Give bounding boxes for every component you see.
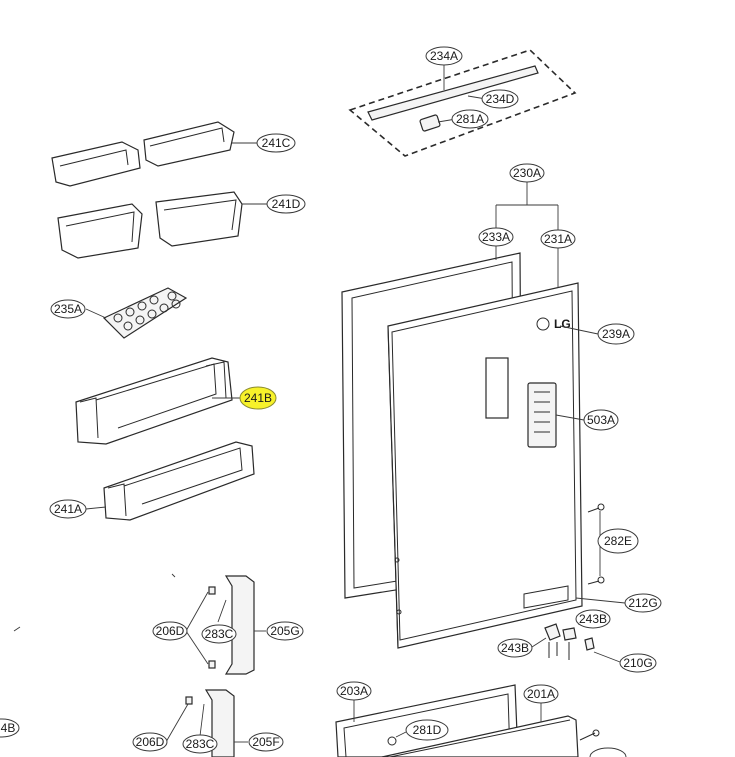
svg-text:205F: 205F bbox=[252, 735, 279, 749]
svg-text:503A: 503A bbox=[587, 413, 615, 427]
egg-tray-235A bbox=[85, 287, 188, 339]
callout-234D[interactable]: 234D bbox=[481, 89, 519, 109]
callout-206D-lower[interactable]: 206D bbox=[132, 732, 168, 752]
callout-243B-right[interactable]: 243B bbox=[575, 609, 611, 629]
callout-282E[interactable]: 282E bbox=[597, 528, 639, 554]
svg-text:241B: 241B bbox=[244, 391, 272, 405]
callout-233A[interactable]: 233A bbox=[478, 227, 514, 247]
callout-241A[interactable]: 241A bbox=[49, 499, 87, 519]
door-231A bbox=[387, 282, 583, 649]
callout-203A[interactable]: 203A bbox=[336, 681, 372, 701]
svg-text:281A: 281A bbox=[456, 112, 484, 126]
door-bin-241B bbox=[75, 357, 240, 445]
svg-text:241A: 241A bbox=[54, 502, 82, 516]
leader-281D bbox=[395, 731, 407, 738]
svg-text:243B: 243B bbox=[501, 641, 529, 655]
top-hinge-assembly bbox=[348, 49, 577, 157]
door-bin-241A bbox=[85, 441, 255, 521]
callout-239A[interactable]: 239A bbox=[597, 323, 635, 345]
callout-231A[interactable]: 231A bbox=[540, 229, 576, 249]
hinge-hardware-243B bbox=[531, 623, 583, 660]
handle-205G bbox=[185, 575, 266, 675]
callout-left-edge[interactable]: 4B bbox=[0, 718, 20, 738]
leader-239A bbox=[559, 325, 599, 335]
stray-mark bbox=[171, 573, 176, 578]
callout-201A[interactable]: 201A bbox=[523, 684, 559, 704]
svg-text:4B: 4B bbox=[1, 721, 16, 735]
svg-text:234D: 234D bbox=[486, 92, 515, 106]
callout-205G[interactable]: 205G bbox=[266, 621, 304, 641]
callout-206D-upper[interactable]: 206D bbox=[152, 621, 188, 641]
svg-text:239A: 239A bbox=[602, 327, 630, 341]
svg-text:205G: 205G bbox=[270, 624, 299, 638]
lower-door-201A bbox=[381, 703, 600, 757]
callout-283C-upper[interactable]: 283C bbox=[201, 624, 237, 644]
callout-241C[interactable]: 241C bbox=[256, 133, 296, 153]
stray-mark bbox=[13, 626, 21, 632]
svg-text:283C: 283C bbox=[186, 737, 215, 751]
door-bins-241D bbox=[57, 191, 268, 259]
svg-text:241C: 241C bbox=[262, 136, 291, 150]
callout-210G[interactable]: 210G bbox=[619, 653, 657, 673]
svg-text:283C: 283C bbox=[205, 627, 234, 641]
callout-bottom-right-clipped bbox=[589, 747, 627, 757]
svg-text:212G: 212G bbox=[628, 596, 657, 610]
svg-text:243B: 243B bbox=[579, 612, 607, 626]
callout-234A[interactable]: 234A bbox=[425, 46, 463, 66]
door-bins-241C bbox=[51, 121, 258, 187]
svg-text:231A: 231A bbox=[544, 232, 572, 246]
callout-281D[interactable]: 281D bbox=[405, 719, 449, 741]
svg-text:281D: 281D bbox=[413, 723, 442, 737]
svg-text:235A: 235A bbox=[54, 302, 82, 316]
svg-text:203A: 203A bbox=[340, 684, 368, 698]
svg-text:230A: 230A bbox=[513, 166, 541, 180]
svg-text:241D: 241D bbox=[272, 197, 301, 211]
callout-241B[interactable]: 241B bbox=[239, 386, 277, 410]
callout-241D[interactable]: 241D bbox=[266, 194, 306, 214]
callout-230A[interactable]: 230A bbox=[509, 163, 545, 183]
callout-281A[interactable]: 281A bbox=[451, 109, 489, 129]
svg-text:206D: 206D bbox=[136, 735, 165, 749]
leader-503A bbox=[555, 414, 585, 421]
callout-bracket-230A bbox=[495, 182, 559, 288]
cap-210G bbox=[584, 637, 621, 663]
callout-212G[interactable]: 212G bbox=[624, 593, 662, 613]
svg-text:201A: 201A bbox=[527, 687, 555, 701]
svg-text:LG: LG bbox=[554, 317, 571, 331]
callout-235A[interactable]: 235A bbox=[50, 299, 86, 319]
callout-503A[interactable]: 503A bbox=[583, 409, 619, 431]
callout-283C-lower[interactable]: 283C bbox=[182, 734, 218, 754]
callout-243B-left[interactable]: 243B bbox=[497, 638, 533, 658]
svg-text:234A: 234A bbox=[430, 49, 458, 63]
leader-212G bbox=[575, 597, 626, 604]
svg-text:233A: 233A bbox=[482, 230, 510, 244]
callout-205F[interactable]: 205F bbox=[248, 732, 284, 752]
svg-text:282E: 282E bbox=[604, 534, 632, 548]
svg-text:210G: 210G bbox=[623, 656, 652, 670]
svg-text:206D: 206D bbox=[156, 624, 185, 638]
